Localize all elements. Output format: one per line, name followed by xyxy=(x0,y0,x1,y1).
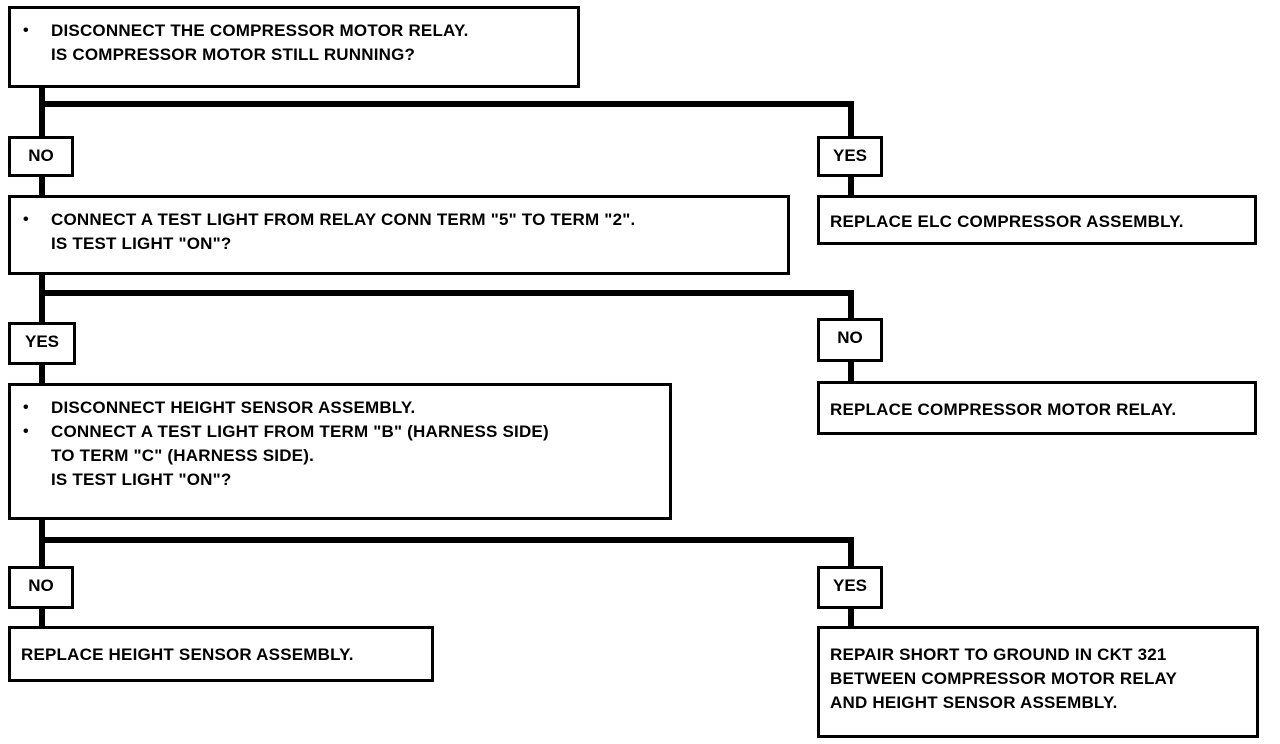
branch-2-left-label: YES xyxy=(8,322,76,365)
step-1-line-2: IS COMPRESSOR MOTOR STILL RUNNING? xyxy=(23,43,563,67)
step-3-box: • DISCONNECT HEIGHT SENSOR ASSEMBLY. • C… xyxy=(8,383,672,520)
final-right-result: REPAIR SHORT TO GROUND IN CKT 321 BETWEE… xyxy=(817,626,1259,738)
bullet-icon: • xyxy=(23,423,29,440)
bullet-icon: • xyxy=(23,211,29,228)
step-3-line-4: IS TEST LIGHT "ON"? xyxy=(23,468,655,492)
branch-1-left-label: NO xyxy=(8,136,74,177)
branch-2-right-result: REPLACE COMPRESSOR MOTOR RELAY. xyxy=(817,381,1257,435)
branch-3-left-label: NO xyxy=(8,566,74,609)
step-3-line-3: TO TERM "C" (HARNESS SIDE). xyxy=(23,444,655,468)
branch-1-right-label: YES xyxy=(817,136,883,177)
step-3-text-3: TO TERM "C" (HARNESS SIDE). xyxy=(51,446,314,465)
step-3-line-1: • DISCONNECT HEIGHT SENSOR ASSEMBLY. xyxy=(23,396,655,420)
step-1-text-1: DISCONNECT THE COMPRESSOR MOTOR RELAY. xyxy=(51,21,469,40)
final-right-line-2: BETWEEN COMPRESSOR MOTOR RELAY xyxy=(830,669,1177,688)
step-2-line-1: • CONNECT A TEST LIGHT FROM RELAY CONN T… xyxy=(23,208,773,232)
final-left-result: REPLACE HEIGHT SENSOR ASSEMBLY. xyxy=(8,626,434,682)
step-2-text-2: IS TEST LIGHT "ON"? xyxy=(51,234,232,253)
step-3-text-1: DISCONNECT HEIGHT SENSOR ASSEMBLY. xyxy=(51,398,416,417)
final-right-line-3: AND HEIGHT SENSOR ASSEMBLY. xyxy=(830,693,1118,712)
step-3-text-4: IS TEST LIGHT "ON"? xyxy=(51,470,232,489)
step-1-line-1: • DISCONNECT THE COMPRESSOR MOTOR RELAY. xyxy=(23,19,563,43)
branch-3-right-label: YES xyxy=(817,566,883,609)
bullet-icon: • xyxy=(23,22,29,39)
step-1-box: • DISCONNECT THE COMPRESSOR MOTOR RELAY.… xyxy=(8,6,580,88)
step-3-text-2: CONNECT A TEST LIGHT FROM TERM "B" (HARN… xyxy=(51,422,549,441)
step-2-text-1: CONNECT A TEST LIGHT FROM RELAY CONN TER… xyxy=(51,210,636,229)
branch-2-right-label: NO xyxy=(817,318,883,362)
branch-1-right-result: REPLACE ELC COMPRESSOR ASSEMBLY. xyxy=(817,195,1257,245)
step-2-line-2: IS TEST LIGHT "ON"? xyxy=(23,232,773,256)
step-1-text-2: IS COMPRESSOR MOTOR STILL RUNNING? xyxy=(51,45,416,64)
final-right-line-1: REPAIR SHORT TO GROUND IN CKT 321 xyxy=(830,645,1167,664)
step-3-line-2: • CONNECT A TEST LIGHT FROM TERM "B" (HA… xyxy=(23,420,655,444)
bullet-icon: • xyxy=(23,399,29,416)
step-2-box: • CONNECT A TEST LIGHT FROM RELAY CONN T… xyxy=(8,195,790,275)
